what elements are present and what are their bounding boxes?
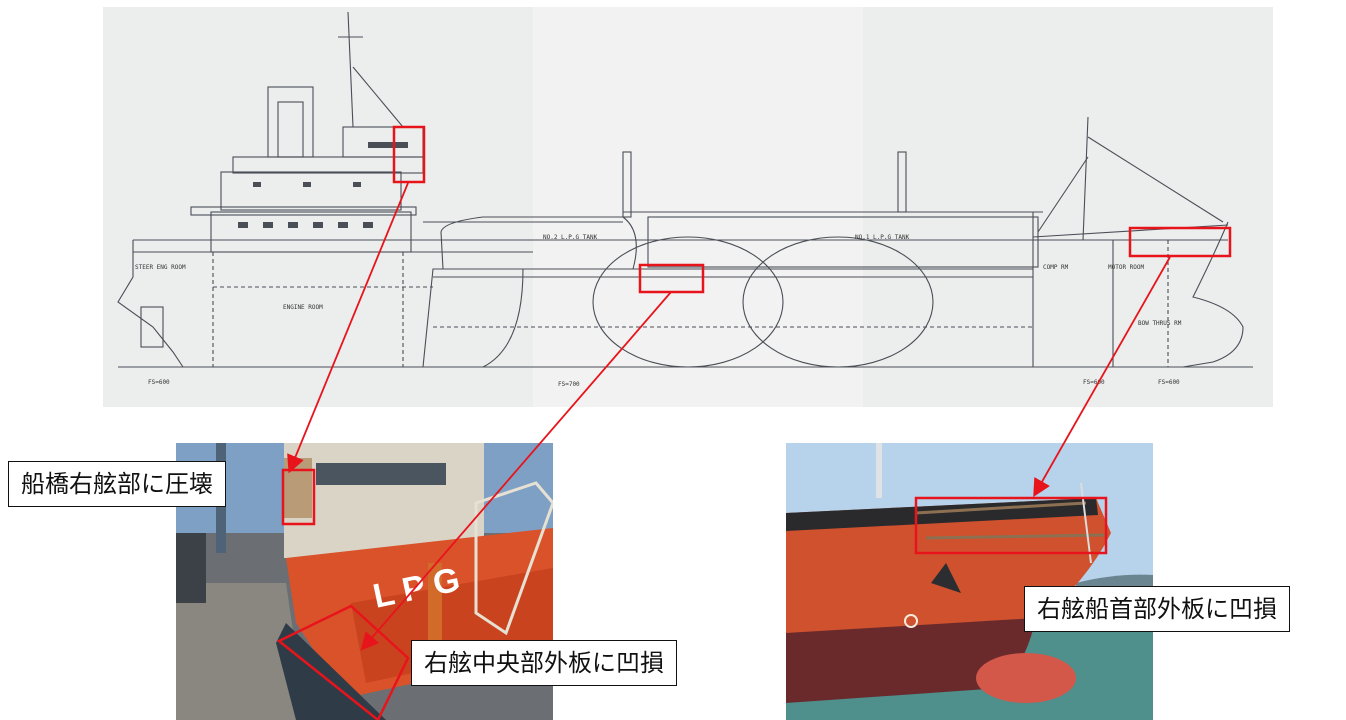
- label-fs-aft: FS=600: [148, 379, 170, 386]
- callout-bridge-damage: 船橋右舷部に圧壊: [8, 461, 226, 507]
- photo-bow-box: [914, 496, 1108, 555]
- label-no2-tank: NO.2 L.P.G TANK: [543, 234, 598, 241]
- ship-profile-drawing: STEER ENG ROOM ENGINE ROOM NO.2 L.P.G TA…: [103, 7, 1273, 407]
- label-bow-thrus-rm: BOW THRUS RM: [1138, 320, 1182, 327]
- label-motor-room: MOTOR ROOM: [1108, 264, 1145, 271]
- label-fs-mid: FS=700: [558, 381, 580, 388]
- label-no1-tank: NO.1 L.P.G TANK: [855, 234, 910, 241]
- label-fs-fwd-b: FS=600: [1158, 379, 1180, 386]
- highlight-bow-box: [1128, 226, 1232, 258]
- label-comp-rm: COMP RM: [1043, 264, 1069, 271]
- photo-midship-box: [276, 604, 410, 720]
- label-steer-eng-room: STEER ENG ROOM: [135, 264, 186, 271]
- callout-midship-damage: 右舷中央部外板に凹損: [411, 640, 677, 686]
- label-fs-fwd-a: FS=600: [1083, 379, 1105, 386]
- highlight-bridge-box: [392, 125, 426, 184]
- ship-profile-svg: STEER ENG ROOM ENGINE ROOM NO.2 L.P.G TA…: [103, 7, 1273, 407]
- callout-bow-damage: 右舷船首部外板に凹損: [1024, 586, 1290, 632]
- photo-bow: [786, 443, 1153, 720]
- label-engine-room: ENGINE ROOM: [283, 304, 323, 311]
- photo-bow-svg: [786, 443, 1153, 720]
